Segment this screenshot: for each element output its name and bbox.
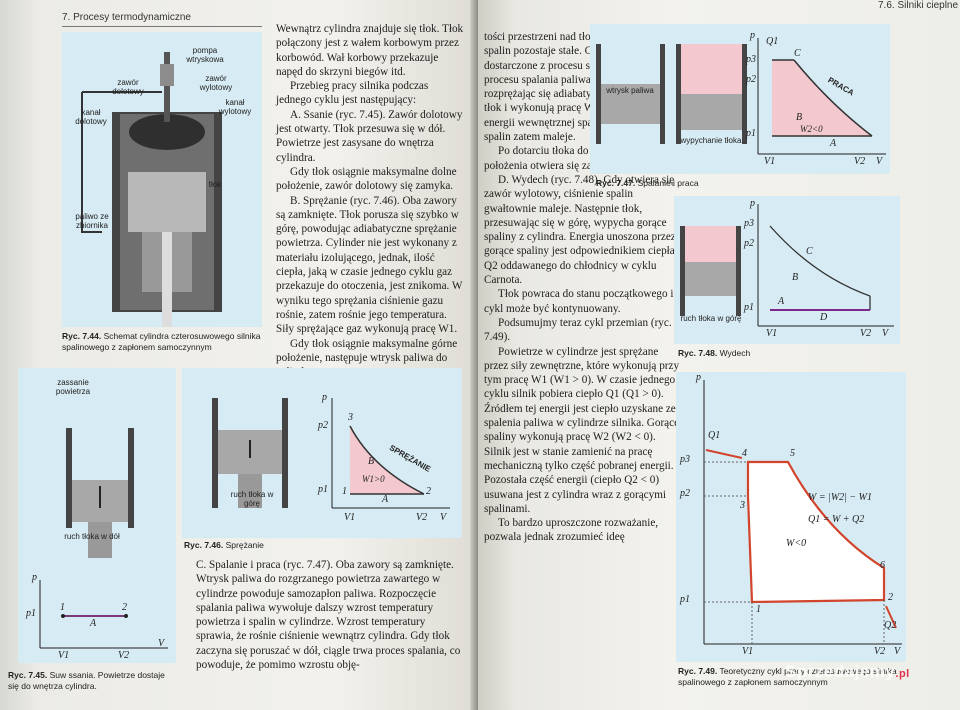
left-running-header: 7. Procesy termodynamiczne — [62, 12, 191, 23]
formula-q1: Q1 = W + Q2 — [808, 514, 865, 525]
caption-7-48: Ryc. 7.48. Wydech — [678, 348, 751, 358]
point-1: 1 — [60, 602, 65, 613]
right-running-header: 7.6. Silniki cieplne — [878, 0, 959, 11]
point-1: 1 — [342, 486, 347, 497]
watermark: Sprzedajemy.pl — [785, 662, 910, 681]
axis-v1: V1 — [742, 646, 754, 657]
label-ruch-gore: ruch tłoka w górę — [680, 314, 742, 323]
axis-v: V — [876, 156, 883, 167]
axis-v: V — [158, 638, 165, 649]
axis-v: V — [440, 512, 447, 523]
axis-p1: p1 — [680, 594, 690, 605]
point-a: A — [90, 618, 97, 629]
left-page: 7. Procesy termodynamiczne pompa wtrysko… — [0, 0, 478, 710]
point-2: 2 — [426, 486, 431, 497]
point-3: 3 — [740, 500, 745, 511]
axis-v1: V1 — [344, 512, 356, 523]
label-w1: W1>0 — [362, 474, 385, 484]
axis-v1: V1 — [766, 328, 778, 339]
axis-v2: V2 — [860, 328, 872, 339]
right-page: 7.6. Silniki cieplne tości przestrzeni n… — [478, 0, 960, 710]
axis-p1: p1 — [26, 608, 36, 619]
label-wypychanie: wypychanie tłoka — [680, 136, 742, 145]
point-5: 5 — [790, 448, 795, 459]
label-ruch-gore: ruch tłoka w górę — [230, 490, 274, 508]
axis-v2: V2 — [854, 156, 866, 167]
axis-p3: p3 — [746, 54, 756, 65]
axis-p1: p1 — [744, 302, 754, 313]
figure-7-49: p p3 p2 p1 V1 V2 V 1 2 3 4 5 6 Q1 Q2 W<0… — [676, 372, 906, 662]
label-paliwo: paliwo ze zbiornika — [75, 212, 109, 230]
axis-p3: p3 — [744, 218, 754, 229]
label-wtrysk: wtrysk paliwa — [606, 86, 654, 95]
axis-p: p — [696, 372, 701, 383]
point-4: 4 — [742, 448, 747, 459]
axis-p2: p2 — [746, 74, 756, 85]
axis-v2: V2 — [118, 650, 130, 661]
axis-v1: V1 — [764, 156, 776, 167]
axis-v1: V1 — [58, 650, 70, 661]
caption-7-47: Ryc. 7.47. Spalanie i praca — [596, 178, 699, 188]
caption-7-44: Ryc. 7.44. Schemat cylindra czterosuwowe… — [62, 331, 261, 352]
axis-p: p — [32, 572, 37, 583]
axis-p: p — [322, 392, 327, 403]
caption-7-45: Ryc. 7.45. Suw ssania. Powietrze dostaje… — [8, 670, 165, 691]
point-1: 1 — [756, 604, 761, 615]
point-b: B — [368, 456, 375, 467]
figure-7-45: zassanie powietrza ruch tłoka w dół p V … — [18, 368, 176, 663]
label-w: W<0 — [786, 538, 807, 549]
axis-p2: p2 — [744, 238, 754, 249]
label-q1: Q1 — [766, 36, 779, 47]
label-zassanie: zassanie powietrza — [55, 378, 91, 396]
axis-p1: p1 — [746, 128, 756, 139]
point-b: B — [796, 112, 803, 123]
point-6: 6 — [880, 560, 885, 571]
axis-p2: p2 — [680, 488, 690, 499]
point-a: A — [830, 138, 837, 149]
figure-7-44: pompa wtryskowa zawór dolotowy zawór wyl… — [62, 32, 262, 327]
axis-v2: V2 — [874, 646, 886, 657]
label-zawor-dolotowy: zawór dolotowy — [112, 78, 144, 96]
point-3: 3 — [348, 412, 353, 423]
left-text-column: Wewnątrz cylindra znajduje się tłok. Tło… — [276, 23, 464, 378]
left-bottom-text: C. Spalanie i praca (ryc. 7.47). Oba zaw… — [196, 559, 461, 672]
axis-v2: V2 — [416, 512, 428, 523]
axis-p3: p3 — [680, 454, 690, 465]
point-2: 2 — [122, 602, 127, 613]
figure-7-47: wtrysk paliwa wypychanie tłoka p p3 p2 p… — [590, 24, 890, 174]
label-zawor-wylotowy: zawór wylotowy — [199, 74, 233, 92]
axis-p: p — [750, 198, 755, 209]
point-2: 2 — [888, 592, 893, 603]
label-kanal-dolotowy: kanał dolotowy — [75, 108, 107, 126]
axis-v: V — [882, 328, 889, 339]
caption-7-46: Ryc. 7.46. Sprężanie — [184, 540, 264, 550]
axis-p1: p1 — [318, 484, 328, 495]
label-q1: Q1 — [708, 430, 721, 441]
point-c: C — [806, 246, 813, 257]
formula-w: W = |W2| − W1 — [808, 492, 872, 503]
figure-7-46: ruch tłoka w górę p p2 p1 V1 V2 V 3 2 1 … — [182, 368, 462, 538]
figure-7-48: ruch tłoka w górę p p3 p2 p1 V1 V2 V C B… — [674, 196, 900, 344]
label-pompa: pompa wtryskowa — [186, 46, 224, 64]
label-kanal-wylotowy: kanał wylotowy — [218, 98, 252, 116]
label-q2: Q2 — [884, 620, 897, 631]
axis-v: V — [894, 646, 901, 657]
point-c: C — [794, 48, 801, 59]
point-b: B — [792, 272, 799, 283]
point-a: A — [778, 296, 785, 307]
point-a: A — [382, 494, 389, 505]
caption-7-49: Ryc. 7.49. Teoretyczny cykl pracy cztero… — [678, 666, 897, 687]
axis-p2: p2 — [318, 420, 328, 431]
label-tlok: tłok — [208, 180, 222, 189]
label-w2: W2<0 — [800, 124, 823, 134]
point-d: D — [820, 312, 828, 323]
label-ruch-dol: ruch tłoka w dół — [64, 532, 120, 541]
axis-p: p — [750, 30, 755, 41]
